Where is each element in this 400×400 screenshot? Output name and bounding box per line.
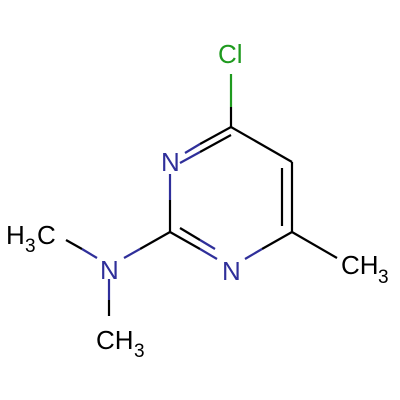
bond-c4-c5 [230, 126, 293, 163]
methyl-right-subscript: 3 [378, 267, 389, 288]
ring-nitrogen-bottom-label: N [222, 256, 241, 286]
bond-c2-namine [139, 231, 171, 250]
bond-n3-c4 [184, 143, 201, 154]
bond-c6-n1 [261, 231, 293, 250]
amine-nitrogen-label: N [100, 255, 119, 285]
methyl-left-subscript: 3 [25, 236, 36, 257]
bond-n1-c2-inner [179, 227, 201, 241]
bond-c2-namine [123, 248, 141, 259]
bond-namine-methyl-left [81, 248, 98, 259]
methyl-lower-c: CH [96, 325, 134, 355]
bond-n3-c4-inner [179, 151, 201, 164]
bond-n1-c2 [199, 248, 218, 260]
chlorine-label: Cl [218, 39, 243, 69]
bond-c6-n1 [244, 248, 263, 260]
methyl-right-c: CH [341, 250, 379, 280]
bond-namine-methyl-left [65, 239, 83, 250]
bond-n1-c2 [169, 231, 201, 250]
bond-n3-c4 [199, 126, 232, 145]
methyl-left-c: C [37, 220, 56, 250]
ring-nitrogen-top-label: N [161, 147, 180, 177]
methyl-lower-subscript: 3 [134, 341, 145, 362]
bond-n1-c2-inner [199, 239, 216, 250]
methyl-left-h: H [6, 220, 25, 250]
bond-c6-methyl [291, 231, 338, 259]
bond-n3-c4-inner [199, 134, 232, 153]
